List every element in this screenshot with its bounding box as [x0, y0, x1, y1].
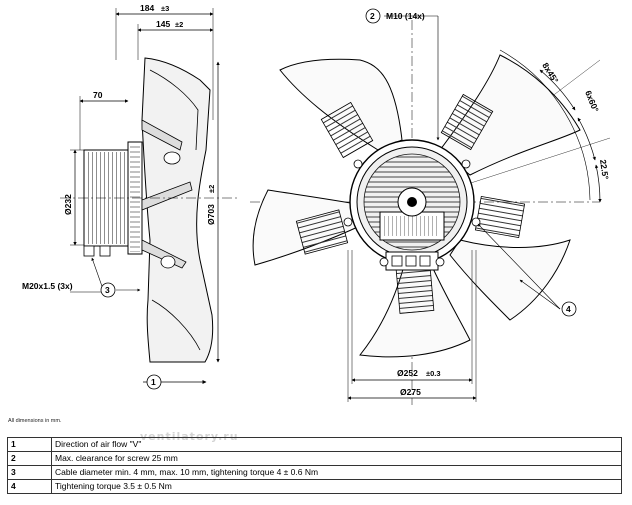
- legend-num: 2: [7, 451, 52, 466]
- legend-table: 1 Direction of air flow "V" 2 Max. clear…: [7, 437, 622, 494]
- dim-m10: M10 (14x): [386, 11, 425, 21]
- dim-275: Ø275: [400, 387, 421, 397]
- dim-184-tol: ±3: [161, 4, 169, 13]
- dim-703: Ø703: [206, 204, 216, 225]
- dim-184: 184: [140, 3, 154, 13]
- table-row: 3 Cable diameter min. 4 mm, max. 10 mm, …: [7, 465, 622, 480]
- legend-num: 4: [7, 479, 52, 494]
- angle-6x60: 6x60°: [583, 89, 601, 114]
- units-note: All dimensions in mm.: [8, 418, 62, 424]
- dim-252: Ø252: [397, 368, 418, 378]
- fan-technical-drawing: 184 ±3 145 ±2 70 Ø232 Ø703 ±2 M20x1.5 (3…: [22, 3, 611, 405]
- side-view: [60, 8, 238, 390]
- table-row: 4 Tightening torque 3.5 ± 0.5 Nm: [7, 479, 622, 494]
- angle-22-5: 22.5°: [598, 159, 611, 181]
- dim-252-tol: ±0.3: [426, 369, 441, 378]
- dim-70: 70: [93, 90, 103, 100]
- callout-4-circle: [561, 301, 577, 317]
- callout-2: 2: [370, 11, 375, 21]
- legend-text: Direction of air flow "V": [51, 437, 622, 452]
- table-row: 2 Max. clearance for screw 25 mm: [7, 451, 622, 466]
- callout-1: 1: [151, 377, 156, 387]
- callout-3-circle: [100, 282, 116, 298]
- legend-text: Max. clearance for screw 25 mm: [51, 451, 622, 466]
- dim-m20: M20x1.5 (3x): [22, 281, 73, 291]
- legend-num: 1: [7, 437, 52, 452]
- legend-text: Tightening torque 3.5 ± 0.5 Nm: [51, 479, 622, 494]
- callout-2-circle: [365, 8, 381, 24]
- front-view: [250, 8, 611, 405]
- dim-703-tol: ±2: [207, 185, 216, 193]
- dim-232: Ø232: [63, 194, 73, 215]
- table-row: 1 Direction of air flow "V": [7, 437, 622, 452]
- callout-1-circle: [146, 374, 162, 390]
- callout-4: 4: [566, 304, 571, 314]
- dim-145-tol: ±2: [175, 20, 183, 29]
- callout-3: 3: [105, 285, 110, 295]
- callout-labels: 3 1 2 4: [105, 11, 571, 387]
- legend-num: 3: [7, 465, 52, 480]
- dim-145: 145: [156, 19, 170, 29]
- legend-text: Cable diameter min. 4 mm, max. 10 mm, ti…: [51, 465, 622, 480]
